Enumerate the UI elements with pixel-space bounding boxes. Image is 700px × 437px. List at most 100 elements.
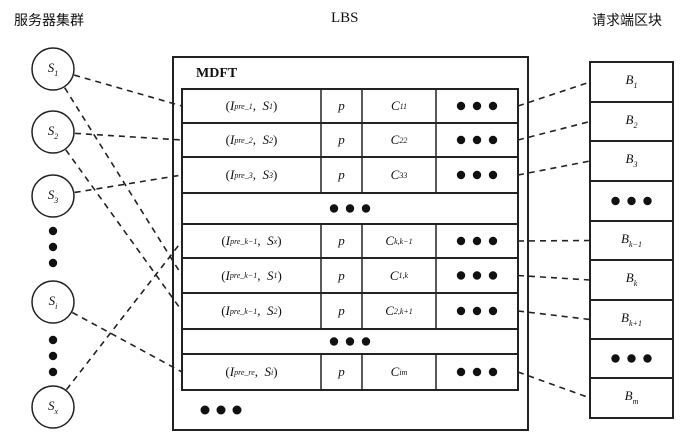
block-label: Bk [625,270,638,288]
entry-to-block-link [517,120,591,141]
servers-ellipsis-upper [48,226,58,268]
ellipsis-dot [329,204,339,213]
p-cell: p [338,167,345,182]
ellipsis-dot [200,405,210,415]
server-node [31,174,75,218]
rows-ellipsis [329,337,371,346]
more-fields-ellipsis [456,101,498,111]
ellipsis-dot [345,204,355,213]
entry-to-block-link [517,274,591,281]
ellipsis-dot [361,204,371,213]
ellipsis-dot [48,335,58,345]
ellipsis-dot [48,242,58,252]
lbs-header: LBS [331,10,359,26]
p-cell: p [338,233,345,248]
server-to-entry-link [63,87,183,276]
block-label: Bk−1 [621,230,642,249]
ellipsis-dot [643,196,652,206]
ellipsis-dot [456,367,466,377]
ellipsis-dot [48,258,58,268]
rows-ellipsis [329,204,371,213]
ellipsis-dot [472,170,482,180]
ellipsis-dot [472,101,482,111]
ellipsis-dot [488,236,498,246]
ellipsis-dot [627,196,636,206]
block-label: Bm [624,388,639,406]
entry-to-block-link [517,371,591,399]
entry-to-block-link [517,81,591,107]
server-label: Sx [47,398,59,416]
mdft-more-ellipsis [200,405,242,415]
block-label: Bk+1 [621,309,642,328]
ellipsis-dot [627,354,636,363]
ellipsis-dot [611,196,620,206]
server-to-entry-link [71,311,183,373]
blocks-ellipsis [611,354,652,363]
request-block [589,101,674,142]
server-to-entry-link [74,132,183,141]
more-fields-ellipsis [456,170,498,180]
request-block [589,377,674,419]
ellipsis-dot [488,271,498,280]
p-cell: p [338,132,345,147]
ellipsis-dot [456,170,466,180]
server-node [31,47,75,91]
blocks-ellipsis [611,196,652,206]
server-cluster-header: 服务器集群 [14,13,84,29]
ellipsis-dot [345,337,355,346]
ellipsis-dot [472,271,482,280]
ellipsis-dot [472,236,482,246]
server-label: S2 [47,123,59,141]
ellipsis-dot [488,170,498,180]
ellipsis-dot [611,354,620,363]
more-fields-ellipsis [456,135,498,145]
mdft-frame [172,56,529,431]
ellipsis-dot [456,101,466,111]
ellipsis-dot [216,405,226,415]
ellipsis-dot [472,367,482,377]
p-cell: p [338,98,345,113]
more-fields-ellipsis [456,236,498,246]
server-to-entry-link [65,149,183,312]
ellipsis-dot [456,236,466,246]
p-cell: p [338,267,345,283]
entry-to-block-link [517,160,591,176]
ellipsis-dot [456,306,466,316]
ellipsis-dot [456,271,466,280]
ellipsis-dot [488,306,498,316]
server-to-entry-link [74,174,183,194]
ellipsis-dot [472,306,482,316]
block-label: B1 [625,72,638,90]
more-fields-ellipsis [456,306,498,316]
server-label: S1 [47,60,59,78]
ellipsis-dot [361,337,371,346]
ellipsis-dot [48,367,58,377]
server-node [31,280,75,324]
server-label: S3 [47,187,59,205]
p-cell: p [338,364,345,379]
ellipsis-dot [488,367,498,377]
ellipsis-dot [232,405,242,415]
request-blocks-header: 请求端区块 [592,13,662,29]
block-label: B3 [625,151,638,169]
servers-ellipsis-lower [48,335,58,377]
ellipsis-dot [488,135,498,145]
ellipsis-dot [48,351,58,361]
entry-to-block-link [517,239,591,242]
p-cell: p [338,303,345,318]
block-label: B2 [625,111,638,130]
entry-to-block-link [517,310,591,321]
more-fields-ellipsis [456,271,498,280]
